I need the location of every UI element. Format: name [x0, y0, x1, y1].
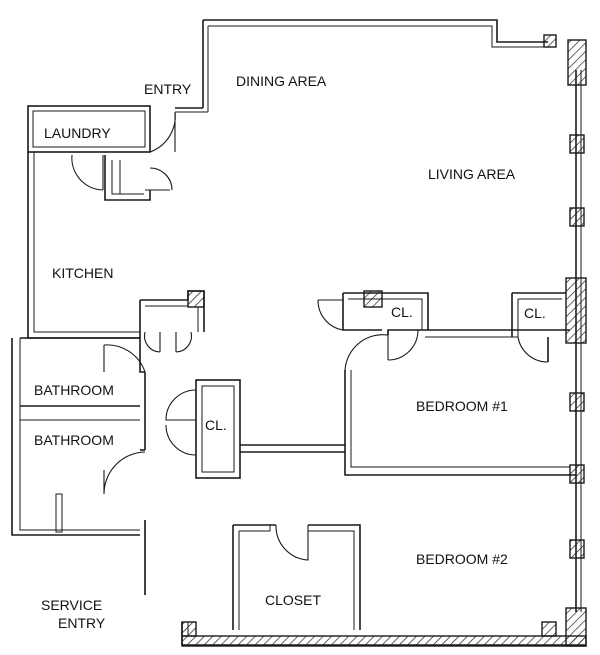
closet-label-hall: CL. — [205, 417, 227, 433]
kitchen-walls — [27, 152, 140, 339]
bedroom1-label: BEDROOM #1 — [416, 398, 508, 414]
living-area-label: LIVING AREA — [428, 166, 516, 182]
dining-area-label: DINING AREA — [236, 73, 327, 89]
hall-closet — [165, 379, 345, 479]
kitchen-label: KITCHEN — [52, 265, 113, 281]
walk-in-closet — [232, 524, 361, 630]
service-entry-label-line1: SERVICE — [41, 597, 102, 613]
bedroom2-label: BEDROOM #2 — [416, 551, 508, 567]
structural-hatch — [181, 34, 587, 647]
exterior-walls — [144, 19, 586, 646]
bathroom-walls — [11, 337, 146, 595]
closet-label-bedroom1-left: CL. — [391, 304, 413, 320]
bedroom1-closet-left — [317, 292, 429, 361]
entry-label: ENTRY — [144, 81, 192, 97]
bathroom-lower-label: BATHROOM — [34, 432, 114, 448]
service-entry-label-line2: ENTRY — [58, 615, 106, 631]
hall-closet-upper — [139, 290, 205, 353]
walk-in-closet-label: CLOSET — [265, 592, 321, 608]
bathroom-upper-label: BATHROOM — [34, 382, 114, 398]
closet-label-bedroom1-right: CL. — [524, 305, 546, 321]
laundry-label: LAUNDRY — [44, 125, 111, 141]
laundry-walls — [27, 105, 176, 201]
bedroom1-closet-right — [511, 292, 566, 363]
